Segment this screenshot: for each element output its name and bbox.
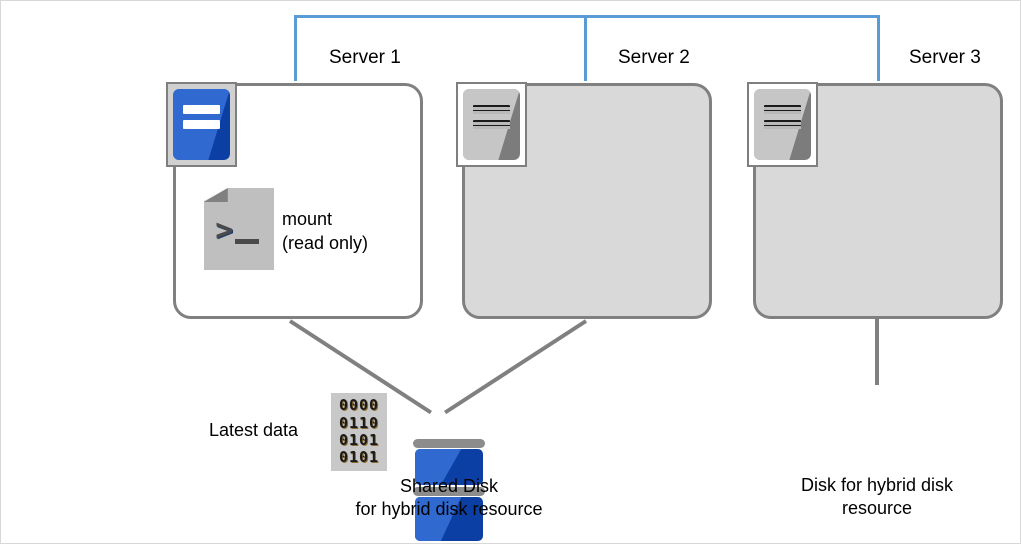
server-app-icon [173,89,230,160]
latest-data-label: Latest data [209,420,299,440]
shared-disk-icon[interactable] [413,439,485,543]
network-drop-server-3 [877,15,880,81]
shared-disk-caption-line2: for hybrid disk resource [355,499,543,520]
mount-label-line1: mount [282,209,333,229]
mount-label-line2: (read only) [282,233,369,254]
server-3-label: Server 3 [909,47,981,68]
disk-platter-lower [415,497,483,541]
mount-label: mount (read only) [282,207,368,256]
server-2-label: Server 2 [618,47,690,68]
hybrid-disk-caption: Disk for hybrid disk resource [727,474,1020,521]
disk-plate-top [413,439,485,448]
app-icon-bar-bottom [763,120,802,130]
shared-disk-caption-line1: Shared Disk [399,476,499,496]
app-icon-bar-top [182,104,221,114]
server-3-app-icon-frame [747,82,818,167]
binary-row: 0101 [338,448,380,467]
shared-disk-caption: Shared Disk for hybrid disk resource [299,475,599,522]
prompt-caret-glyph: > [215,212,234,248]
binary-data-icon: 0000 0110 0101 0101 [331,393,387,471]
network-drop-server-2 [584,15,587,81]
app-icon-bar-bottom [182,120,221,130]
binary-row: 0000 [338,396,380,415]
hybrid-disk-caption-line2: resource [841,498,913,519]
network-bus-horizontal [294,15,880,18]
disk-plate-middle [413,487,485,496]
binary-row: 0110 [338,413,380,432]
connector-server3-to-hybrid-disk [875,315,879,385]
server-1-app-icon-frame [166,82,237,167]
app-icon-bar-top [763,104,802,115]
app-icon-bar-bottom [472,120,511,130]
app-icon-bar-top [472,104,511,115]
terminal-document-icon: > [204,188,274,270]
network-drop-server-1 [294,15,297,81]
hybrid-disk-caption-line1: Disk for hybrid disk [800,475,954,495]
connector-server2-to-shared-disk [444,319,588,415]
server-app-icon-disabled [463,89,520,160]
server-app-icon-disabled [754,89,811,160]
disk-platter-upper [415,449,483,485]
prompt-underscore-glyph [234,238,259,244]
server-2-app-icon-frame [456,82,527,167]
server-1-label: Server 1 [329,47,401,68]
binary-row: 0101 [338,431,380,449]
